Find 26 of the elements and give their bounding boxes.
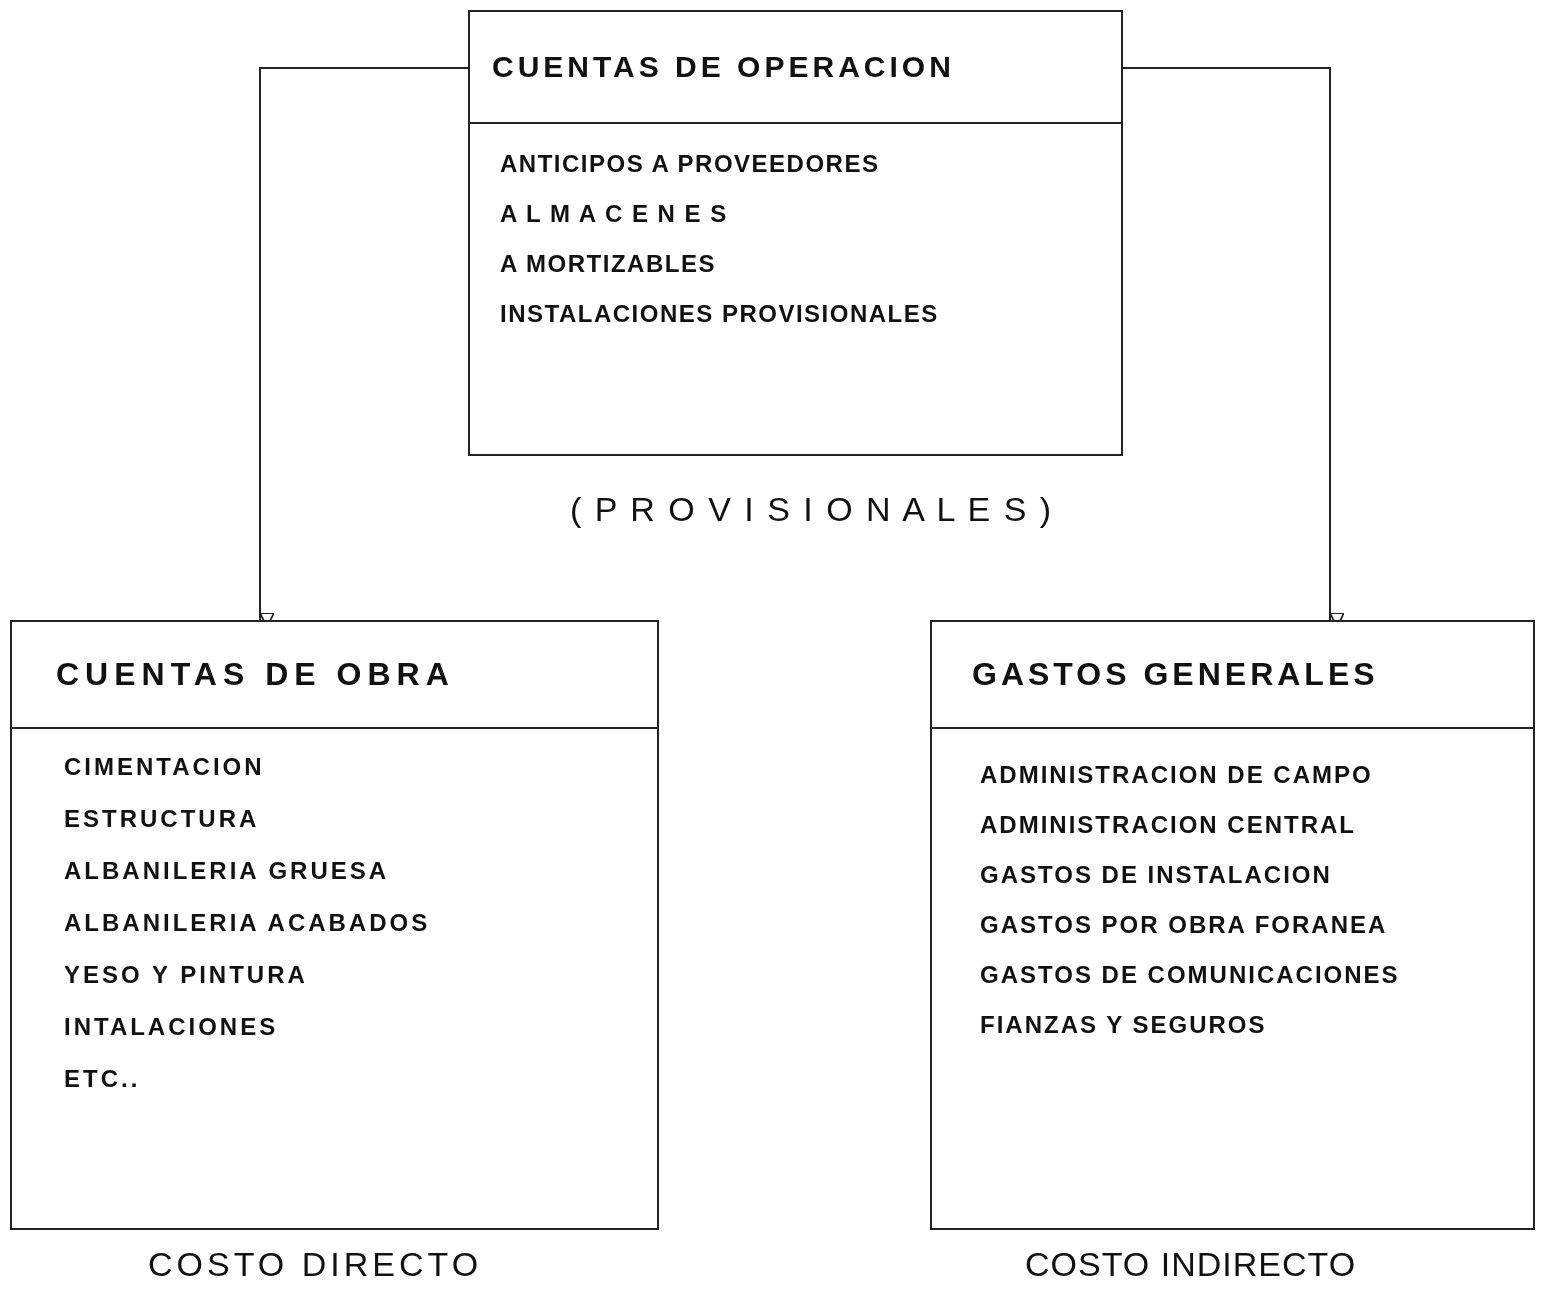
account-item: ALBANILERIA GRUESA	[64, 857, 391, 885]
cost-caption: COSTO INDIRECTO	[1025, 1245, 1357, 1284]
box-heading: CUENTAS DE OBRA	[56, 656, 455, 693]
account-item: GASTOS POR OBRA FORANEA	[980, 911, 1389, 939]
account-item: ETC..	[64, 1065, 142, 1093]
box-heading: GASTOS GENERALES	[972, 656, 1379, 693]
account-item: ADMINISTRACION CENTRAL	[980, 811, 1357, 839]
account-item: INSTALACIONES PROVISIONALES	[500, 300, 940, 328]
account-item: CIMENTACION	[64, 753, 266, 781]
account-item: ANTICIPOS A PROVEEDORES	[500, 150, 881, 178]
account-item: A MORTIZABLES	[500, 250, 717, 278]
account-item: A L M A C E N E S	[500, 200, 729, 228]
account-box	[10, 620, 659, 1230]
account-item: ADMINISTRACION DE CAMPO	[980, 761, 1374, 789]
account-item: ALBANILERIA ACABADOS	[64, 909, 432, 937]
account-item: GASTOS DE INSTALACION	[980, 861, 1333, 889]
account-item: YESO Y PINTURA	[64, 961, 309, 989]
account-item: INTALACIONES	[64, 1013, 280, 1041]
account-item: ESTRUCTURA	[64, 805, 261, 833]
cost-caption: ( P R O V I S I O N A L E S )	[570, 490, 1054, 529]
box-heading: CUENTAS DE OPERACION	[492, 50, 955, 84]
cost-caption: COSTO DIRECTO	[148, 1245, 483, 1284]
account-item: GASTOS DE COMUNICACIONES	[980, 961, 1401, 989]
account-box	[930, 620, 1535, 1230]
account-item: FIANZAS Y SEGUROS	[980, 1011, 1268, 1039]
account-box	[468, 10, 1123, 456]
